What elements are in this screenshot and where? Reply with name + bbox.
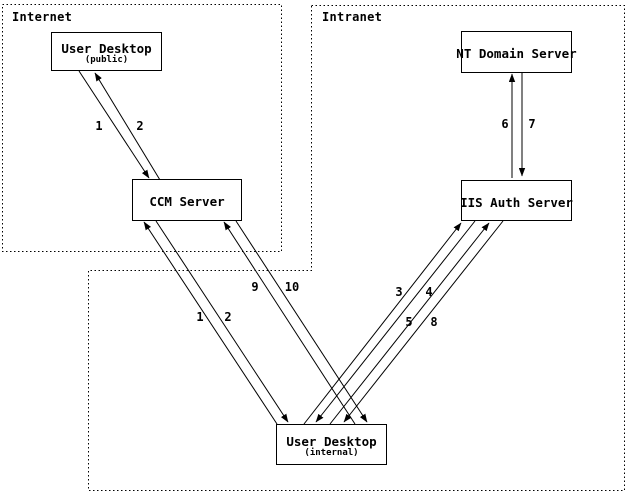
node-title: User Desktop [286,433,377,449]
arrow-label-9: 9 [251,280,259,294]
arrow-label-1-internal: 1 [196,310,204,324]
node-subtitle: (internal) [304,447,359,458]
arrow-2-ccm-to-internal-desktop [155,220,289,423]
arrow-1-internal-desktop-to-ccm [143,221,278,425]
node-title: NT Domain Server [456,46,577,61]
arrow-3-internal-desktop-to-iis [303,222,462,425]
intranet-zone-label: Intranet [322,10,383,24]
node-title: User Desktop [61,40,152,56]
intranet-zone-border [87,4,626,492]
arrow-label-10: 10 [284,280,300,294]
arrow-label-2-public: 2 [136,119,144,133]
arrow-label-6: 6 [501,117,509,131]
arrow-label-7: 7 [528,117,536,131]
arrow-label-3: 3 [395,285,403,299]
node-subtitle: (public) [84,54,129,65]
arrow-label-5: 5 [405,315,413,329]
node-title: CCM Server [149,194,225,209]
arrow-label-4: 4 [425,285,433,299]
arrow-2-ccm-to-public-desktop [94,72,161,181]
node-nt-domain-server: NT Domain Server [456,31,577,73]
node-ccm-server: CCM Server [132,179,242,221]
arrow-label-1-public: 1 [95,119,103,133]
arrow-10-ccm-to-internal-desktop [235,220,368,423]
node-user-desktop-public: User Desktop (public) [51,32,162,71]
arrow-label-8: 8 [430,315,438,329]
arrow-4-iis-to-internal-desktop [315,220,476,423]
arrow-5-internal-desktop-to-iis [329,222,490,425]
node-title: IIS Auth Server [460,194,573,210]
arrow-1-public-desktop-to-ccm [78,70,150,179]
node-user-desktop-internal: User Desktop (internal) [276,424,387,465]
arrow-9-internal-desktop-to-ccm [223,221,356,425]
arrow-label-2-internal: 2 [224,310,232,324]
arrow-8-iis-to-internal-desktop [343,220,504,423]
node-iis-auth-server: IIS Auth Server [460,180,573,221]
internet-zone-label: Internet [12,10,73,24]
